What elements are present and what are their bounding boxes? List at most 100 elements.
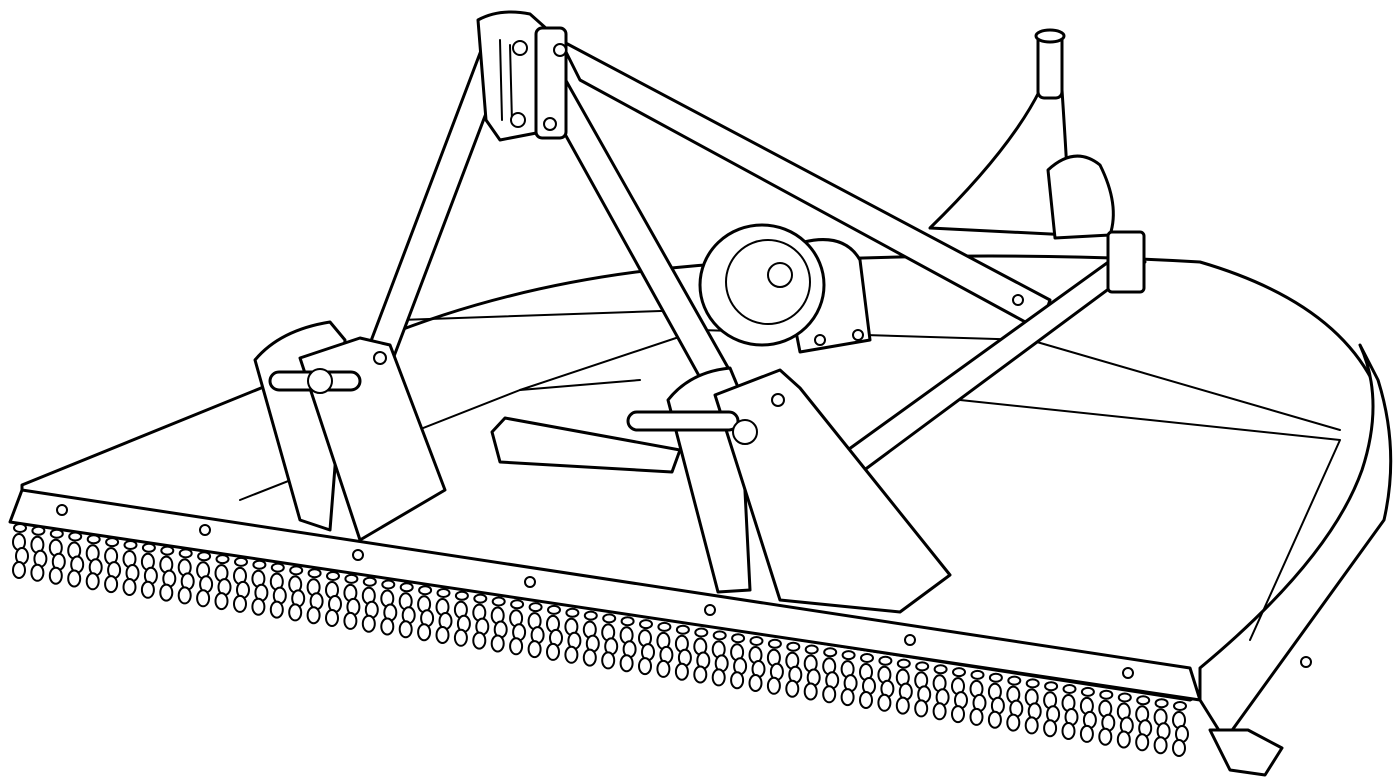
top-link-bracket (476, 10, 554, 142)
chain-ring (860, 653, 874, 663)
chain-ring (767, 638, 782, 649)
chain-link (840, 688, 855, 707)
chain-ring (952, 667, 966, 678)
chain-link (251, 597, 266, 616)
chain-link (30, 563, 45, 582)
chain-ring (547, 604, 561, 615)
chain-link (674, 662, 689, 681)
pto-tower (928, 88, 1072, 237)
chain-link (914, 699, 929, 718)
chain-link (343, 611, 358, 630)
chain-ring (178, 548, 193, 559)
top-link-slot (499, 39, 513, 123)
chain-link (1043, 719, 1058, 738)
chain-ring (841, 650, 856, 661)
chain-ring (68, 531, 83, 542)
chain-link (1024, 716, 1039, 735)
pto-shaft (1036, 32, 1064, 100)
chain-ring (86, 534, 101, 545)
chain-ring (344, 573, 359, 584)
chain-ring (915, 661, 930, 672)
chain-ring (1025, 678, 1040, 689)
chain-link (398, 620, 413, 639)
chain-link (748, 674, 763, 692)
chain-ring (620, 616, 635, 627)
right-hitch-plate-front (713, 368, 952, 614)
chain-ring (528, 602, 543, 613)
chain-ring (160, 545, 175, 556)
chain-ring (473, 593, 488, 604)
right-hitch-bolt (771, 393, 785, 407)
cross-brace-clip (1106, 230, 1146, 294)
chain-link (159, 583, 174, 602)
chain-ring (602, 613, 617, 624)
chain-ring (510, 599, 525, 610)
chain-link (1061, 722, 1076, 740)
chain-link (306, 606, 321, 625)
chain-link (619, 654, 634, 673)
chain-link (1098, 727, 1113, 746)
chain-ring (105, 537, 120, 548)
chain-link (766, 676, 781, 695)
chain-link (67, 569, 82, 588)
chain-ring (749, 636, 764, 646)
chain-ring (1099, 689, 1114, 700)
deck-ridge-top (399, 309, 691, 321)
chain-link (196, 589, 211, 608)
chain-link (472, 631, 487, 650)
chain-link (490, 634, 505, 653)
chain-ring (694, 627, 709, 638)
chain-ring (657, 621, 672, 632)
chain-link (822, 685, 837, 704)
top-link-bolt-upper (553, 43, 567, 57)
chain-ring (270, 562, 285, 573)
input-flange-inner (725, 239, 811, 325)
chain-ring (289, 565, 304, 576)
pto-shaft-top (1034, 28, 1066, 44)
chain-link (85, 572, 100, 591)
chain-link (1135, 733, 1150, 752)
chain-ring (307, 568, 322, 579)
chain-link (1079, 724, 1094, 743)
chain-ring (675, 624, 690, 635)
chain-ring (878, 655, 893, 666)
center-channel (490, 416, 682, 474)
chain-ring (399, 582, 414, 593)
top-link-bolt-lower (543, 117, 557, 131)
chain-link (12, 561, 26, 579)
chain-ring (583, 610, 598, 621)
chain-link (1153, 736, 1168, 755)
chain-guard (12, 523, 1189, 757)
chain-link (509, 637, 524, 656)
chain-link (582, 648, 597, 667)
chain-link (951, 705, 965, 724)
chain-link (104, 575, 119, 594)
chain-ring (988, 672, 1003, 683)
chain-ring (933, 664, 948, 675)
chain-link (48, 566, 63, 585)
skirt-bolts (56, 294, 1312, 679)
right-hitch-pin-end (732, 419, 758, 445)
chain-link (177, 586, 192, 605)
chain-ring (418, 585, 433, 596)
chain-link (269, 600, 284, 619)
chain-link (601, 651, 616, 670)
chain-link (785, 679, 800, 698)
chain-link (693, 665, 708, 684)
chain-link (233, 594, 247, 613)
chain-link (288, 603, 303, 622)
chain-link (711, 668, 726, 687)
left-hitch-pin-end (307, 368, 333, 394)
chain-link (546, 642, 560, 661)
chain-link (895, 696, 910, 715)
chain-link (932, 702, 947, 721)
chain-ring (1044, 681, 1059, 692)
deck-front-skirt (8, 488, 1202, 702)
chain-link (859, 691, 873, 709)
deck-right-skirt (1198, 343, 1393, 742)
chain-ring (326, 571, 340, 581)
chain-link (564, 645, 579, 664)
chain-ring (1117, 692, 1132, 703)
chain-ring (1007, 675, 1022, 686)
chain-link (1006, 713, 1021, 732)
